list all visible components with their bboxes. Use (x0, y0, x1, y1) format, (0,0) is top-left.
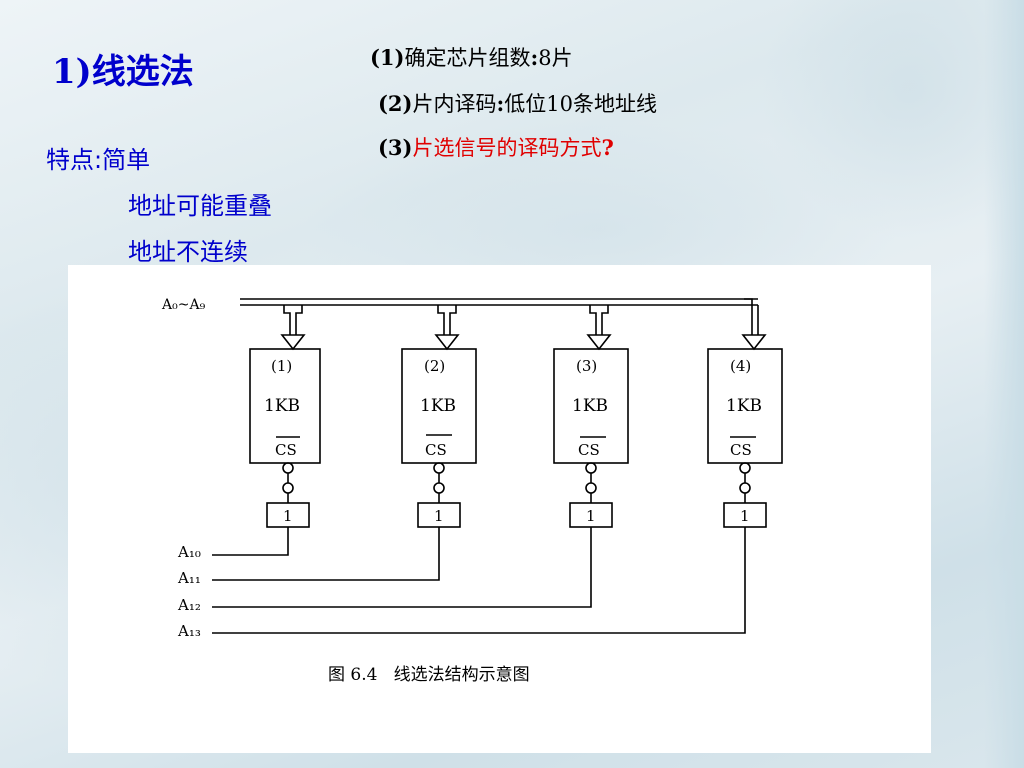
cs-bubble (739, 462, 751, 474)
chip-cs: CS (578, 441, 600, 459)
step-1: (1)确定芯片组数:8片 (370, 42, 573, 72)
address-line-a10 (212, 527, 289, 556)
step-3: (3)片选信号的译码方式? (378, 132, 614, 162)
step-2-text: 片内译码 (412, 92, 497, 116)
step-3-number: (3) (378, 135, 413, 160)
bus-tap (449, 305, 457, 335)
slide-title: 1)线选法 (52, 52, 194, 92)
step-2-value: 低位10条地址线 (504, 92, 657, 116)
chip-cs: CS (730, 441, 752, 459)
features-label: 特点:简单 (46, 146, 151, 174)
diagram-svg: A₀~A₉ (1) 1KB CS (2) 1KB CS (3) 1KB CS (… (161, 297, 783, 685)
address-label: A₁₃ (177, 622, 201, 640)
chip-index: (4) (730, 357, 751, 375)
gate-label: 1 (434, 507, 444, 525)
bus-tap (744, 298, 753, 335)
gate-bubble (282, 482, 294, 494)
gate-bubble (585, 482, 597, 494)
chip-cs: CS (425, 441, 447, 459)
gate-bubble (739, 482, 751, 494)
line-select-diagram: A₀~A₉ (1) 1KB CS (2) 1KB CS (3) 1KB CS (… (68, 265, 931, 753)
bus-label: A₀~A₉ (161, 297, 206, 313)
gate-label: 1 (740, 507, 750, 525)
gate-label: 1 (586, 507, 596, 525)
cs-bubble (282, 462, 294, 474)
bus-tap (589, 305, 597, 335)
memory-chip-1 (249, 348, 321, 464)
chip-index: (2) (424, 357, 445, 375)
address-line-a12 (212, 527, 592, 608)
chip-size: 1KB (420, 396, 456, 416)
chip-cs: CS (275, 441, 297, 459)
step-1-text: 确定芯片组数 (404, 46, 531, 70)
step-1-number: (1) (370, 45, 405, 70)
chip-size: 1KB (726, 396, 762, 416)
bus-tap (295, 305, 303, 335)
bus-arrow (434, 334, 460, 351)
feature-item: 地址不连续 (128, 238, 248, 266)
bus-tap (437, 305, 445, 335)
chip-index: (3) (576, 357, 597, 375)
address-label: A₁₁ (177, 569, 201, 587)
background-edge (984, 0, 1024, 768)
bus-arrow (586, 334, 612, 351)
figure-caption: 图 6.4 线选法结构示意图 (328, 665, 530, 685)
cs-bubble (433, 462, 445, 474)
step-2-number: (2) (378, 91, 413, 116)
step-3-text: 片选信号的译码方式 (412, 136, 602, 160)
address-line-a13 (212, 527, 746, 634)
address-line-a11 (212, 527, 440, 581)
step-1-separator: : (530, 45, 539, 70)
chip-size: 1KB (264, 396, 300, 416)
bus-arrow (280, 334, 306, 351)
address-label: A₁₂ (177, 596, 201, 614)
bus-tap (601, 305, 609, 335)
gate-bubble (433, 482, 445, 494)
bus-arrow (741, 334, 767, 351)
step-2-separator: : (496, 91, 505, 116)
step-3-question-mark: ? (601, 135, 614, 160)
bus-tap (283, 305, 291, 335)
feature-item: 地址可能重叠 (128, 192, 272, 220)
address-label: A₁₀ (177, 543, 201, 561)
gate-label: 1 (283, 507, 293, 525)
step-2: (2)片内译码:低位10条地址线 (378, 88, 657, 118)
cs-bubble (585, 462, 597, 474)
step-1-value: 8片 (538, 46, 573, 70)
chip-index: (1) (271, 357, 292, 375)
chip-size: 1KB (572, 396, 608, 416)
